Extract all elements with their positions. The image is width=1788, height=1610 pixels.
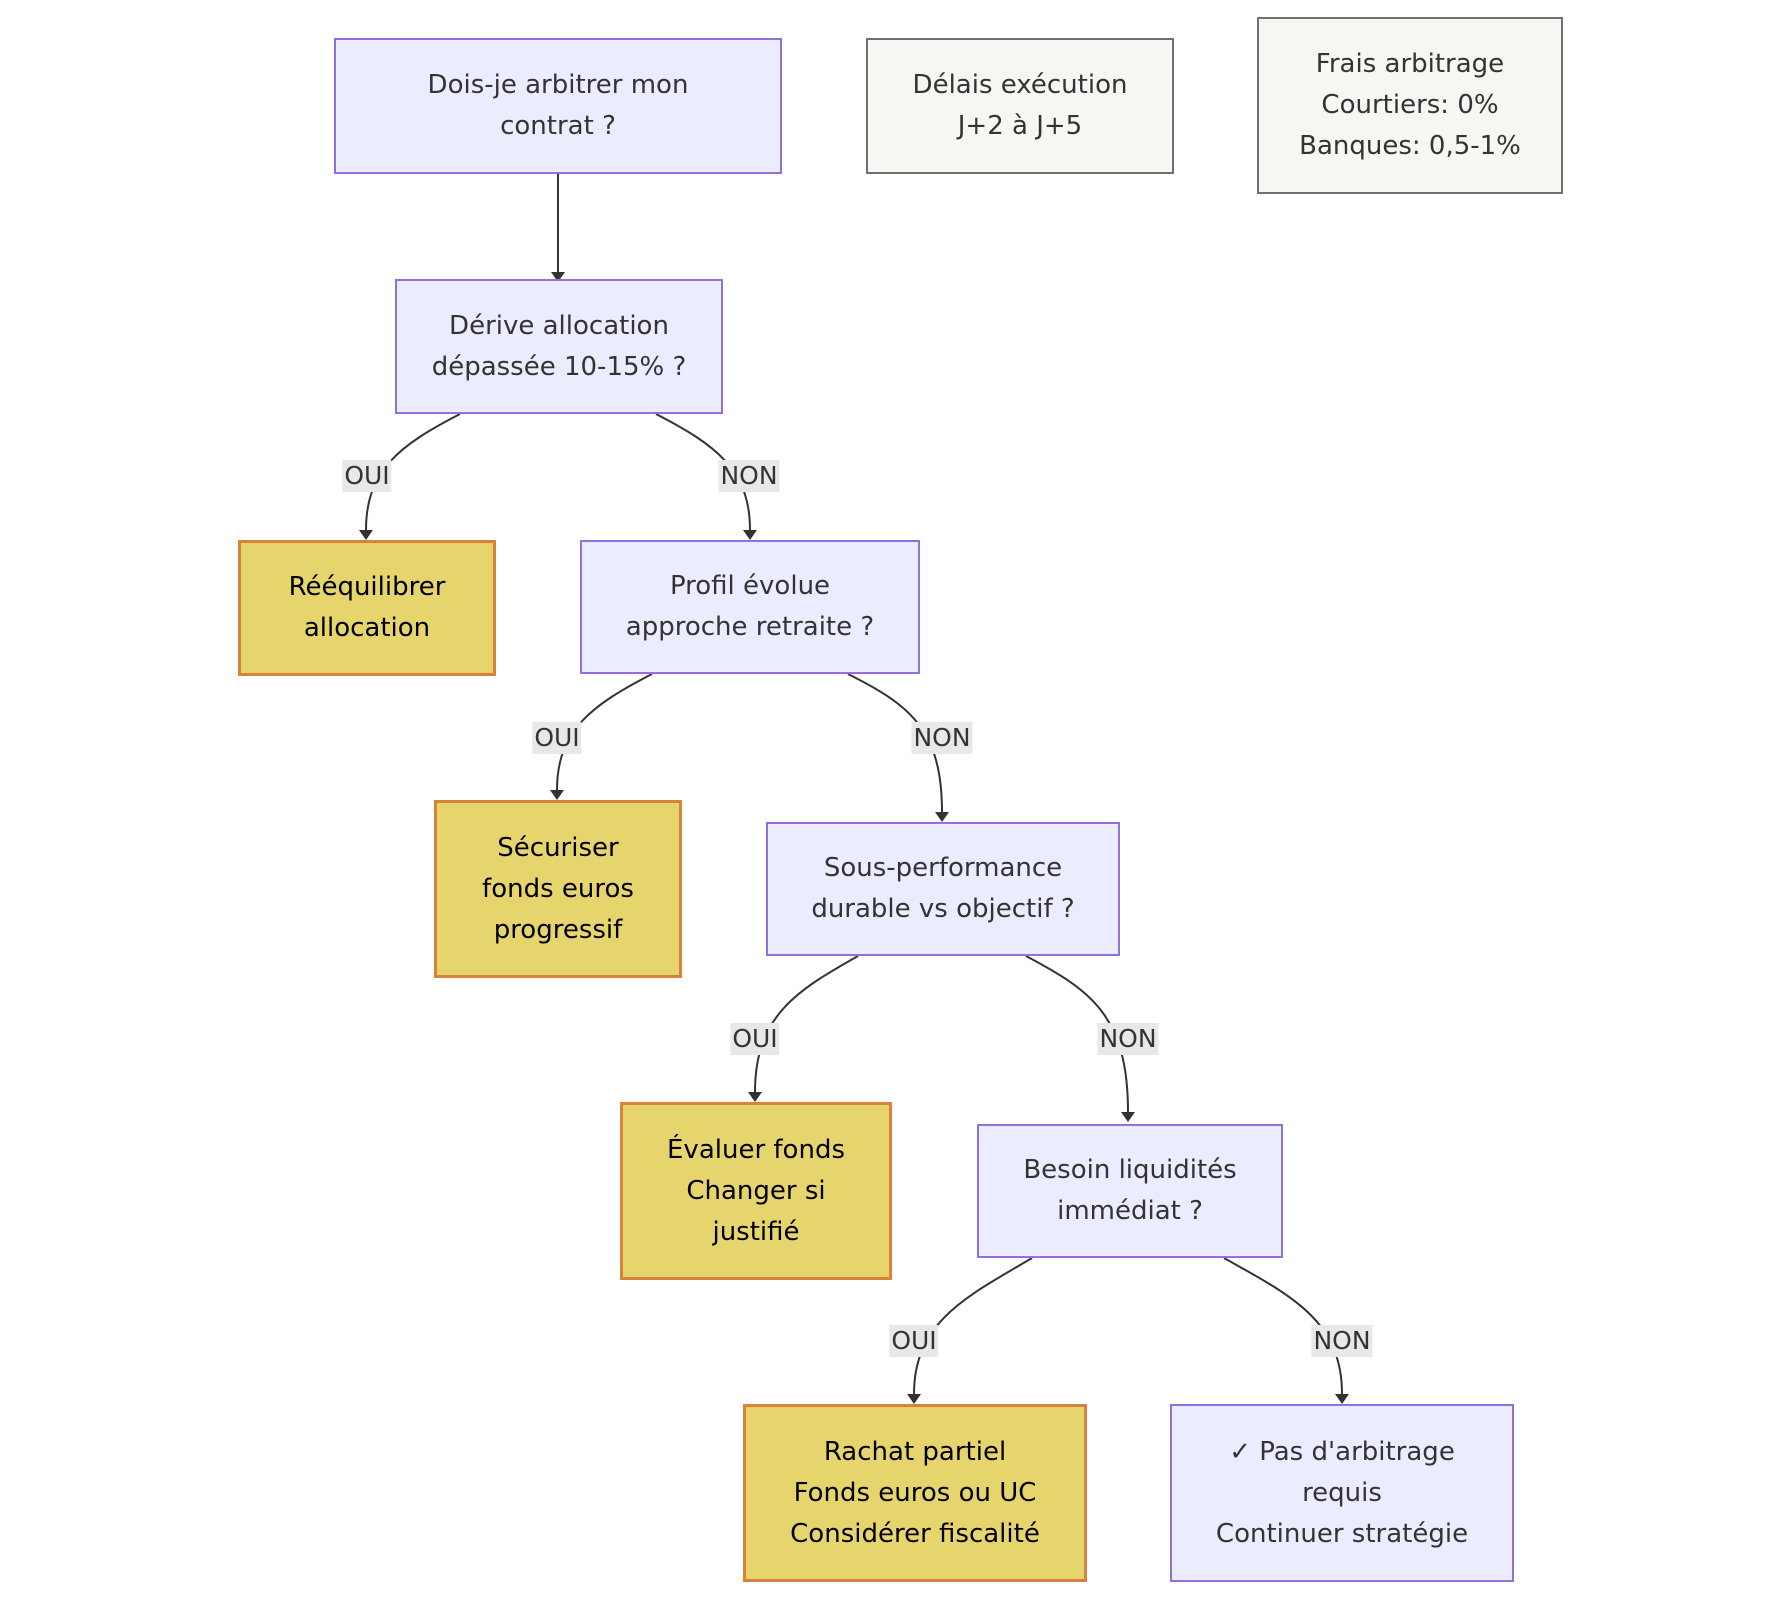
node-drift: Dérive allocation dépassée 10-15% ? xyxy=(395,279,723,414)
node-line: Fonds euros ou UC xyxy=(793,1477,1037,1508)
node-profile: Profil évolue approche retraite ? xyxy=(580,540,920,674)
edge-underperf-evaluate xyxy=(754,955,859,1093)
node-underperf: Sous-performance durable vs objectif ? xyxy=(766,822,1120,956)
edge-label-non: NON xyxy=(718,460,780,492)
node-rebalance: Rééquilibrer allocation xyxy=(238,540,496,676)
node-start: Dois-je arbitrer mon contrat ? xyxy=(334,38,782,174)
edge-underperf-liquidity xyxy=(1025,955,1129,1113)
edge-label-oui: OUI xyxy=(532,722,582,754)
edge-label-non: NON xyxy=(1097,1023,1159,1055)
node-liquidity: Besoin liquidités immédiat ? xyxy=(977,1124,1283,1258)
node-line: allocation xyxy=(303,613,431,643)
node-line: Sous-performance xyxy=(823,853,1063,883)
note-fees: Frais arbitrage Courtiers: 0% Banques: 0… xyxy=(1257,17,1563,194)
note-line: Banques: 0,5-1% xyxy=(1299,131,1521,161)
node-buyback: Rachat partiel Fonds euros ou UC Considé… xyxy=(743,1404,1087,1582)
node-line: justifié xyxy=(712,1216,800,1247)
node-line: contrat ? xyxy=(500,111,616,141)
arrowhead xyxy=(550,790,564,800)
arrowhead xyxy=(1335,1394,1349,1404)
node-line: Considérer fiscalité xyxy=(790,1518,1040,1549)
note-line: Courtiers: 0% xyxy=(1321,90,1499,120)
node-secure: Sécuriser fonds euros progressif xyxy=(434,800,682,978)
edge-label-oui: OUI xyxy=(889,1325,939,1357)
arrowhead xyxy=(743,530,757,540)
node-line: approche retraite ? xyxy=(625,612,875,642)
node-line: Besoin liquidités xyxy=(1023,1155,1237,1185)
arrowhead xyxy=(907,1394,921,1404)
arrowhead xyxy=(748,1092,762,1102)
arrowhead xyxy=(551,272,565,282)
note-line: Délais exécution xyxy=(912,70,1128,100)
node-line: Changer si xyxy=(686,1175,826,1206)
node-line: Rééquilibrer xyxy=(288,572,446,602)
node-line: requis xyxy=(1302,1477,1382,1508)
edge-label-non: NON xyxy=(911,722,973,754)
node-line: Dois-je arbitrer mon xyxy=(427,70,689,100)
node-line: Rachat partiel xyxy=(823,1436,1007,1467)
edge-liquidity-no-arb xyxy=(1223,1257,1343,1395)
node-line: Sécuriser xyxy=(497,832,619,863)
node-line: progressif xyxy=(493,914,623,945)
node-line: ✓ Pas d'arbitrage xyxy=(1229,1436,1455,1467)
edge-label-oui: OUI xyxy=(730,1023,780,1055)
node-line: immédiat ? xyxy=(1057,1196,1203,1226)
node-line: Continuer stratégie xyxy=(1215,1518,1469,1549)
arrowhead xyxy=(359,530,373,540)
node-no-arbitrage: ✓ Pas d'arbitrage requis Continuer strat… xyxy=(1170,1404,1514,1582)
note-line: Frais arbitrage xyxy=(1315,49,1505,79)
node-line: durable vs objectif ? xyxy=(811,894,1075,924)
node-line: Dérive allocation xyxy=(449,310,669,341)
edge-profile-secure xyxy=(556,673,653,791)
arrowhead xyxy=(935,812,949,822)
node-line: Évaluer fonds xyxy=(667,1134,845,1165)
note-line: J+2 à J+5 xyxy=(957,111,1083,141)
node-evaluate: Évaluer fonds Changer si justifié xyxy=(620,1102,892,1280)
node-line: dépassée 10-15% ? xyxy=(431,351,687,382)
edge-label-oui: OUI xyxy=(342,460,392,492)
node-line: Profil évolue xyxy=(669,571,831,601)
edge-liquidity-buyback xyxy=(913,1257,1033,1395)
edge-label-non: NON xyxy=(1311,1325,1373,1357)
node-line: fonds euros xyxy=(482,873,634,904)
arrowhead xyxy=(1121,1112,1135,1122)
note-delays: Délais exécution J+2 à J+5 xyxy=(866,38,1174,174)
